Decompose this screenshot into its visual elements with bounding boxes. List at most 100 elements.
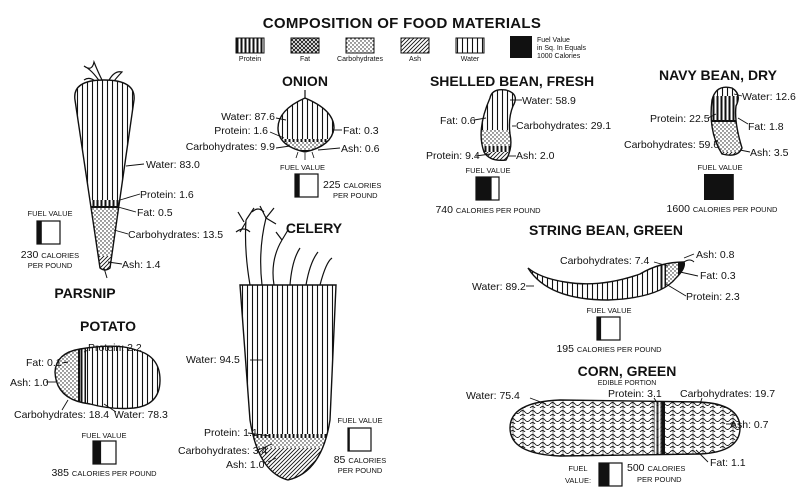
navy-bean-name: NAVY BEAN, DRY bbox=[659, 67, 778, 83]
shelled-bean-carb-label: Carbohydrates: 29.1 bbox=[516, 120, 611, 132]
fuel-key-line-1: Fuel Value bbox=[537, 37, 570, 44]
parsnip-per-pound: PER POUND bbox=[28, 261, 73, 270]
shelled-bean-leaders bbox=[473, 99, 522, 157]
parsnip-fat-label: Fat: 0.5 bbox=[137, 207, 173, 219]
parsnip-carb-label: Carbohydrates: 13.5 bbox=[128, 229, 223, 241]
parsnip-protein-label: Protein: 1.6 bbox=[140, 189, 194, 201]
shelled-bean-name: SHELLED BEAN, FRESH bbox=[430, 73, 594, 89]
navy-bean-carb-label: Carbohydrates: 59.6 bbox=[624, 139, 719, 151]
legend-item-ash: Ash bbox=[400, 37, 430, 63]
fuel-key-line-2: in Sq. In Equals bbox=[537, 45, 587, 52]
onion-fat-label: Fat: 0.3 bbox=[343, 125, 379, 137]
parsnip-sections bbox=[74, 80, 135, 270]
string-bean-figure: STRING BEAN, GREEN Carbohydrates: 7.4 As… bbox=[472, 222, 740, 355]
corn-per-pound: PER POUND bbox=[637, 475, 682, 484]
onion-carb-label: Carbohydrates: 9.9 bbox=[186, 141, 275, 153]
legend-label-carb: Carbohydrates bbox=[337, 56, 383, 63]
celery-figure: CELERY Water: 94.5 Protein: 1.1 Carbohyd… bbox=[178, 205, 387, 481]
onion-sections bbox=[278, 98, 334, 152]
potato-fat-label: Fat: 0.1 bbox=[26, 357, 62, 369]
legend-label-water: Water bbox=[461, 56, 480, 63]
parsnip-leaders bbox=[107, 163, 145, 265]
potato-fuel-label: FUEL VALUE bbox=[81, 431, 126, 440]
navy-bean-water-label: Water: 12.6 bbox=[742, 91, 796, 103]
celery-carb-label: Carbohydrates: 3.4 bbox=[178, 445, 267, 457]
string-bean-water-label: Water: 89.2 bbox=[472, 281, 526, 293]
legend-label-fat: Fat bbox=[300, 56, 310, 63]
corn-fat-label: Fat: 1.1 bbox=[710, 457, 746, 469]
legend-item-fat: Fat bbox=[290, 37, 320, 63]
onion-fuel-bar bbox=[295, 174, 300, 197]
parsnip-fuel-label: FUEL VALUE bbox=[27, 209, 72, 218]
potato-name: POTATO bbox=[80, 318, 136, 334]
legend-label-ash: Ash bbox=[409, 56, 421, 63]
navy-bean-fuel-bar bbox=[704, 174, 734, 200]
potato-protein-label: Protein: 2.2 bbox=[88, 342, 142, 354]
onion-leaders bbox=[269, 117, 342, 151]
fuel-key-line-3: 1000 Calories bbox=[537, 53, 581, 60]
string-bean-calories: 195 CALORIES PER POUND bbox=[556, 343, 662, 355]
corn-ash-label: Ash: 0.7 bbox=[730, 419, 769, 431]
string-bean-ash-label: Ash: 0.8 bbox=[696, 249, 735, 261]
navy-bean-fat-label: Fat: 1.8 bbox=[748, 121, 784, 133]
onion-calories: 225 CALORIES bbox=[323, 179, 381, 191]
onion-ash-label: Ash: 0.6 bbox=[341, 143, 380, 155]
parsnip-name: PARSNIP bbox=[54, 285, 115, 301]
parsnip-ash-label: Ash: 1.4 bbox=[122, 259, 161, 271]
celery-per-pound: PER POUND bbox=[338, 466, 383, 475]
celery-leaders bbox=[247, 359, 277, 463]
parsnip-calories: 230 CALORIES bbox=[21, 249, 79, 261]
legend: Protein Fat Carbohydrates Ash Water Fuel… bbox=[235, 36, 587, 63]
celery-water-label: Water: 94.5 bbox=[186, 354, 240, 366]
string-bean-carb-label: Carbohydrates: 7.4 bbox=[560, 255, 649, 267]
parsnip-fuel-value: FUEL VALUE 230 CALORIES PER POUND bbox=[21, 209, 79, 270]
shelled-bean-fuel-value: FUEL VALUE 740 CALORIES PER POUND bbox=[435, 166, 541, 216]
onion-fuel-label: FUEL VALUE bbox=[280, 163, 325, 172]
potato-leaders bbox=[46, 349, 117, 413]
onion-water-label: Water: 87.6 bbox=[221, 111, 275, 123]
legend-item-water: Water bbox=[455, 37, 485, 63]
potato-fuel-value: FUEL VALUE 385 CALORIES PER POUND bbox=[51, 431, 157, 479]
celery-leaves bbox=[235, 205, 333, 286]
legend-label-protein: Protein bbox=[239, 56, 261, 63]
potato-fuel-bar bbox=[93, 441, 102, 464]
onion-figure: ONION Water: 87.6 Protein: 1.6 Carbohydr… bbox=[186, 73, 382, 200]
corn-water-label: Water: 75.4 bbox=[466, 390, 520, 402]
shelled-bean-calories: 740 CALORIES PER POUND bbox=[435, 204, 541, 216]
navy-bean-fuel-value: FUEL VALUE 1600 CALORIES PER POUND bbox=[667, 163, 778, 215]
potato-calories: 385 CALORIES PER POUND bbox=[51, 467, 157, 479]
string-bean-name: STRING BEAN, GREEN bbox=[529, 222, 683, 238]
corn-calories: 500 CALORIES bbox=[627, 462, 685, 474]
corn-name: CORN, GREEN bbox=[578, 363, 677, 379]
shelled-bean-protein-label: Protein: 9.4 bbox=[426, 150, 480, 162]
corn-fuel-value: FUEL VALUE: 500 CALORIES PER POUND bbox=[565, 462, 685, 487]
onion-protein-label: Protein: 1.6 bbox=[214, 125, 268, 137]
corn-subtitle: EDIBLE PORTION bbox=[598, 380, 657, 387]
legend-fuel-key: Fuel Value in Sq. In Equals 1000 Calorie… bbox=[510, 36, 587, 60]
celery-protein-label: Protein: 1.1 bbox=[204, 427, 258, 439]
potato-carb-label: Carbohydrates: 18.4 bbox=[14, 409, 109, 421]
potato-water-label: Water: 78.3 bbox=[114, 409, 168, 421]
onion-name: ONION bbox=[282, 73, 328, 89]
corn-fuel-label-1: FUEL bbox=[568, 464, 587, 473]
navy-bean-calories: 1600 CALORIES PER POUND bbox=[667, 203, 778, 215]
string-bean-fat-label: Fat: 0.3 bbox=[700, 270, 736, 282]
corn-protein-label: Protein: 3.1 bbox=[608, 388, 662, 400]
navy-bean-ash-label: Ash: 3.5 bbox=[750, 147, 789, 159]
corn-fuel-bar bbox=[599, 463, 610, 486]
celery-fuel-value: FUEL VALUE 85 CALORIES PER POUND bbox=[334, 416, 387, 475]
celery-calories: 85 CALORIES bbox=[334, 454, 387, 466]
string-bean-leaders bbox=[526, 253, 699, 297]
corn-sections bbox=[510, 400, 740, 456]
navy-bean-leaders bbox=[707, 93, 751, 153]
corn-fuel-label-2: VALUE: bbox=[565, 476, 591, 485]
shelled-bean-figure: SHELLED BEAN, FRESH Water: 58.9 Fat: 0.6… bbox=[426, 73, 611, 216]
celery-fuel-bar bbox=[348, 428, 350, 451]
onion-per-pound: PER POUND bbox=[333, 191, 378, 200]
navy-bean-figure: NAVY BEAN, DRY Water: 12.6 Protein: 22.5… bbox=[624, 67, 796, 215]
string-bean-fuel-value: FUEL VALUE 195 CALORIES PER POUND bbox=[556, 306, 662, 355]
parsnip-water-label: Water: 83.0 bbox=[146, 159, 200, 171]
shelled-bean-fat-label: Fat: 0.6 bbox=[440, 115, 476, 127]
potato-sections bbox=[55, 346, 160, 409]
